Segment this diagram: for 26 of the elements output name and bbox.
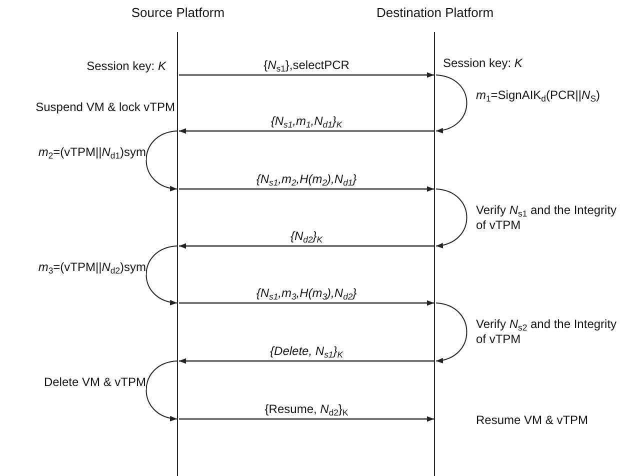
self-arrow: [436, 302, 468, 363]
edge-label: {N$_{d2}$}$_{K}$: [288, 229, 325, 243]
self-arrow: [146, 246, 178, 305]
self-arrow: [436, 188, 468, 248]
edge-label: {N$_{s1}$,m$_{2}$,H(m$_{2}$),N$_{d1}$}: [254, 172, 359, 186]
message-arrow: [179, 186, 434, 192]
edge-label: {N$_{s1}$},selectPCR: [262, 58, 352, 72]
message-arrow: [179, 416, 434, 422]
lifeline-title: Source Platform: [131, 4, 225, 22]
note-text: Suspend VM & lock vTPM: [36, 100, 175, 115]
lifeline-title: Destination Platform: [376, 4, 494, 22]
message-arrow: [179, 300, 434, 306]
edge-label: {Delete, N$_{s1}$}$_{K}$: [268, 344, 345, 358]
edge-label: {Resume, N$_{d2}$}$_{K}$: [262, 402, 350, 416]
note-text: Session key: K: [443, 56, 522, 71]
message-arrow: [179, 358, 434, 364]
edge-label: {N$_{s1}$,m$_{1}$,N$_{d1}$}$_{K}$: [268, 114, 344, 128]
self-arrow: [146, 360, 178, 421]
note-text: Session key: K: [86, 59, 166, 74]
message-arrow: [179, 128, 434, 134]
edge-label: {N$_{s1}$,m$_{3}$,H(m$_{3}$),N$_{d2}$}: [254, 286, 359, 300]
message-arrow: [179, 243, 434, 249]
edge-label: Verify N$_{s1}$ and the Integrity of vTPM: [476, 202, 618, 232]
self-arrow: [146, 130, 178, 191]
message-arrow: [179, 72, 434, 78]
self-arrow: [436, 74, 468, 133]
